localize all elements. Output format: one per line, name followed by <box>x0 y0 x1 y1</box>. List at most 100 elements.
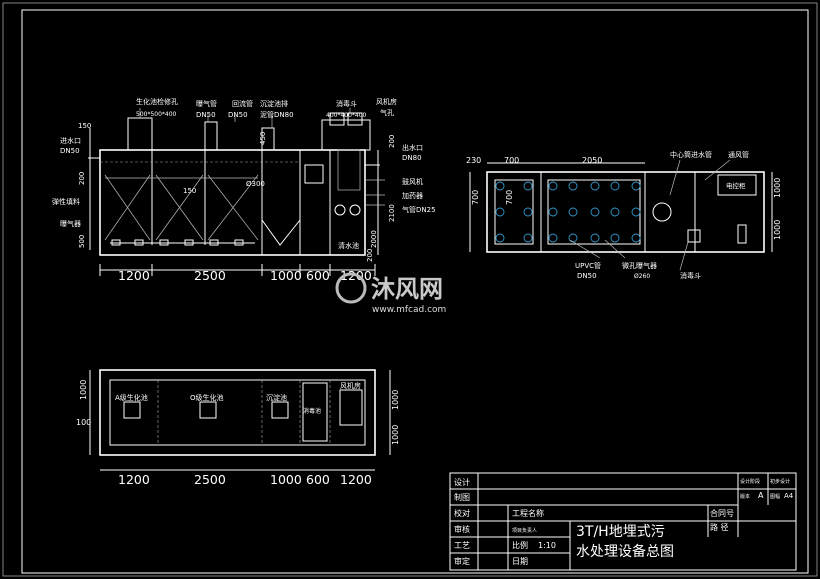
tank-outline <box>99 149 366 256</box>
blower-1 <box>334 204 346 216</box>
bottom-box-disinfect <box>302 382 328 442</box>
filler-hatch <box>104 174 259 241</box>
dim-bb-600: 600 <box>306 472 330 487</box>
lbl-clear-pool: 清水池 <box>338 241 359 250</box>
lbl-plan-disinfect: 消毒斗 <box>680 271 701 280</box>
dim-2100: 2100 <box>388 204 396 222</box>
plan-bottom-view: A级生化池 O级生化池 沉淀池 消毒池 风机房 1000 1000 1000 1… <box>76 369 400 487</box>
lbl-settle: 沉淀池排 <box>260 99 288 108</box>
plan-right-leaders <box>569 159 731 271</box>
lbl-outlet-dn: DN80 <box>402 154 422 162</box>
watermark-url: www.mfcad.com <box>372 305 446 315</box>
bottom-box-o <box>199 401 217 419</box>
dim-450: 450 <box>259 132 267 145</box>
dim-2050: 2050 <box>582 156 602 165</box>
lbl-center-pipe: 中心筒进水管 <box>670 150 712 159</box>
lbl-inlet: 进水口 <box>60 136 81 145</box>
lbl-bio-inspect: 生化池检修孔 <box>136 97 178 106</box>
elevation-leaders <box>139 108 385 206</box>
watermark: 沐风网 www.mfcad.com <box>335 272 446 315</box>
lbl-control-box: 电控柜 <box>726 181 746 190</box>
tb-sheet-label: 版本 <box>740 493 750 500</box>
dim-2000: 2000 <box>370 230 378 248</box>
dim-v700b: 700 <box>505 190 514 205</box>
tb-paper-label: 图幅 <box>770 493 780 500</box>
tb-path: 路 径 <box>710 522 729 532</box>
lbl-dosing: 加药器 <box>402 191 423 200</box>
dim-500: 500 <box>78 235 86 248</box>
tb-draw: 制图 <box>454 492 470 502</box>
lbl-disinfect: 消毒斗 <box>336 99 357 108</box>
settle-center-drum <box>652 202 672 222</box>
aerator-row <box>110 239 255 246</box>
lbl-reflux-dn: DN50 <box>228 111 248 119</box>
lbl-aerator: 曝气器 <box>60 219 81 228</box>
dim-700: 700 <box>504 156 519 165</box>
lbl-upvc-dn: DN50 <box>577 272 597 280</box>
dim-b1000: 1000 <box>270 268 302 283</box>
tb-sheet-value: A <box>758 491 764 500</box>
lbl-micro-size: Ø260 <box>634 273 650 280</box>
dosing-unit <box>337 149 361 191</box>
settle-hopper <box>261 219 301 246</box>
lbl-disinfect-pool: 消毒池 <box>303 407 321 415</box>
lbl-phi300: Ø300 <box>246 180 265 188</box>
bottom-box-a <box>123 401 141 419</box>
lbl-aeration-pipe: 曝气管 <box>196 99 217 108</box>
tb-construction: 初步设计 <box>770 478 790 485</box>
tb-paper-value: A4 <box>784 492 794 500</box>
dim-b-v1000b: 1000 <box>391 390 400 410</box>
dim-200b: 200 <box>388 135 396 148</box>
dim-bb-1200: 1200 <box>118 472 150 487</box>
lbl-pool-o: O级生化池 <box>190 393 224 402</box>
settle-pipe-riser <box>261 127 275 151</box>
tb-scale-value: 1:10 <box>538 541 556 550</box>
dim-v1000: 1000 <box>773 178 782 198</box>
dim-150b: 150 <box>183 187 196 195</box>
dim-200: 200 <box>78 172 86 185</box>
watermark-logo-icon <box>335 272 367 304</box>
lbl-aeration-dn: DN50 <box>196 111 216 119</box>
bottom-box-fan <box>339 389 363 426</box>
lbl-pool-a: A级生化池 <box>115 393 148 402</box>
lbl-outlet: 出水口 <box>402 143 423 152</box>
disinfect-riser <box>321 119 371 151</box>
dim-230: 230 <box>466 156 481 165</box>
bio-inspect-riser <box>127 117 153 151</box>
tb-small-label: 项目负责人 <box>512 527 537 534</box>
disinfect-cap-2 <box>347 112 363 126</box>
lbl-settle: 沉淀池 <box>266 393 287 402</box>
lbl-reflux: 回流管 <box>232 99 253 108</box>
lbl-vent-pipe: 通风管 <box>728 150 749 159</box>
aerator-circles <box>495 181 641 243</box>
plan-outline <box>486 171 765 253</box>
blower-box <box>737 224 747 244</box>
control-panel-box <box>304 164 324 184</box>
bottom-box-settle <box>271 401 289 419</box>
tb-date-label: 日期 <box>512 557 528 566</box>
disinfect-cap-1 <box>329 112 345 126</box>
tb-scale-label: 比例 <box>512 540 528 550</box>
tb-check: 校对 <box>454 508 470 518</box>
title-block: 设计 制图 校对 审核 工艺 审定 工程名称 项目负责人 比例 1:10 日期 … <box>449 472 797 571</box>
drawing-border <box>21 9 809 574</box>
reflux-riser <box>204 121 218 151</box>
lbl-micro-aerator: 微孔曝气器 <box>622 261 657 270</box>
lbl-disinfect-size: 400*400*400 <box>326 112 367 119</box>
tb-project-name: 工程名称 <box>512 508 544 518</box>
tb-title-1: 3T/H地埋式污 <box>576 524 665 540</box>
dim-150a: 150 <box>78 122 91 130</box>
watermark-text: 沐风网 <box>371 275 443 303</box>
disinfect-box <box>687 229 701 243</box>
lbl-blower: 鼓风机 <box>402 177 423 186</box>
tb-title-2: 水处理设备总图 <box>576 543 674 560</box>
bottom-outline <box>99 369 376 456</box>
dim-b600: 600 <box>306 268 330 283</box>
dim-v1000b: 1000 <box>773 220 782 240</box>
dim-b2500: 2500 <box>194 268 226 283</box>
tb-approve: 审定 <box>454 556 470 566</box>
elevation-bottom-dim <box>99 264 376 276</box>
dim-bb-1200b: 1200 <box>340 472 372 487</box>
